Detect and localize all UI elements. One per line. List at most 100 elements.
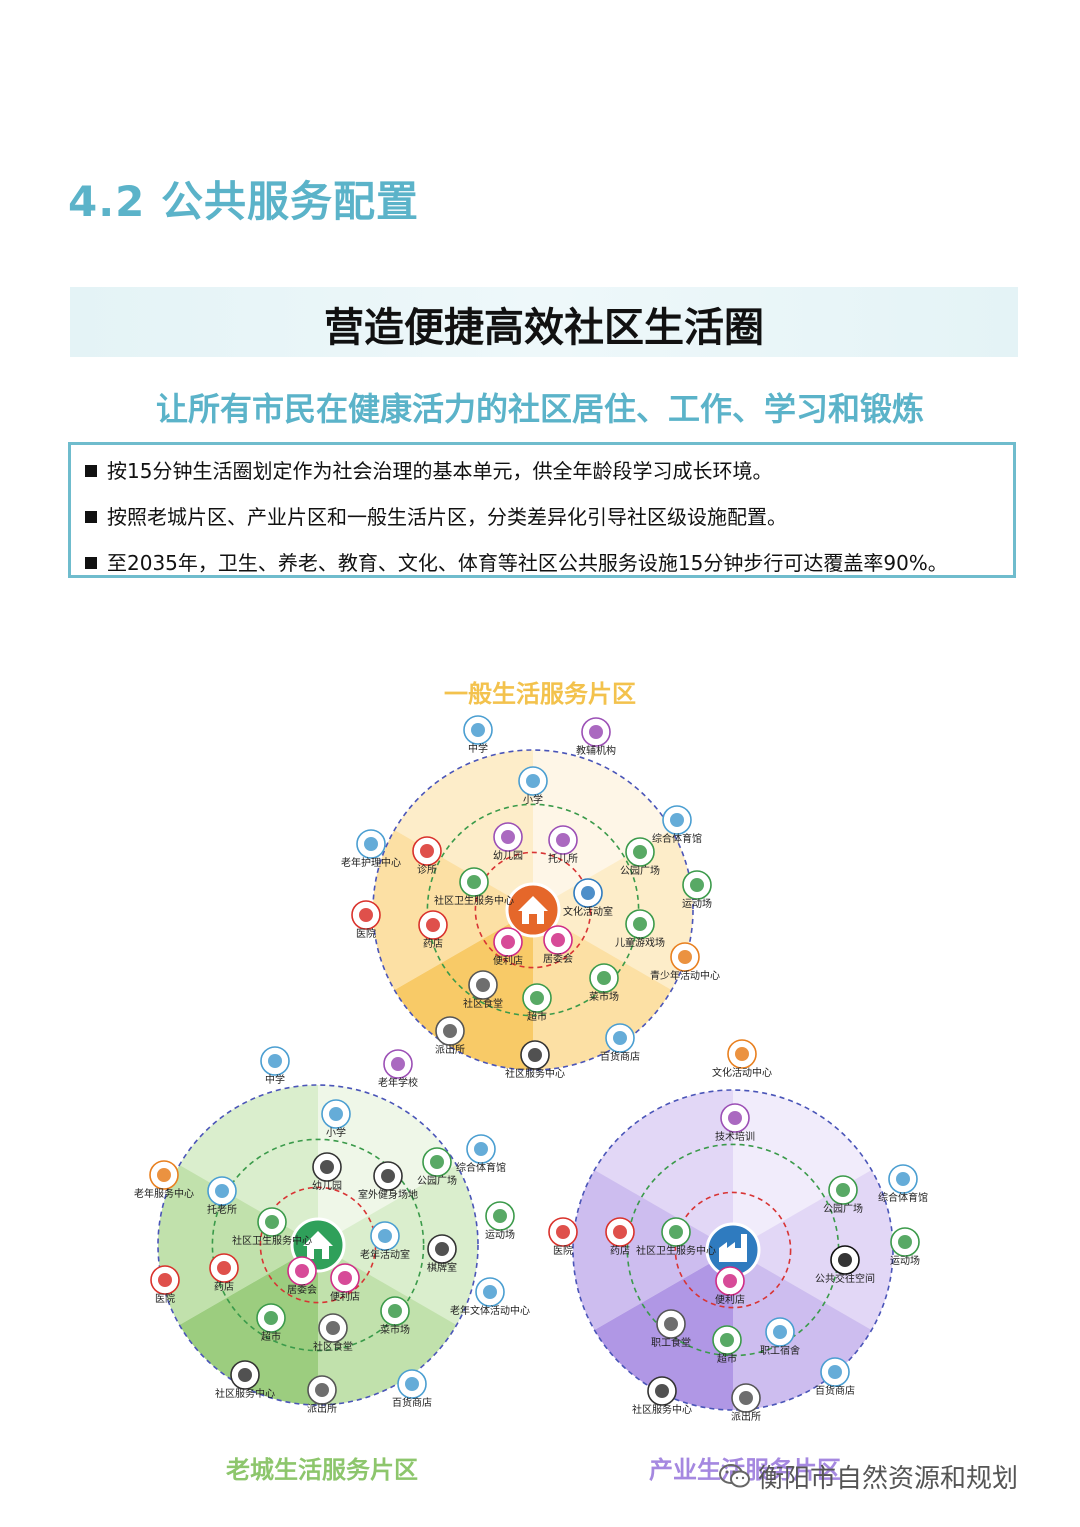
facility-label: 运动场 bbox=[890, 1254, 920, 1267]
cards-icon bbox=[427, 1234, 457, 1264]
facility-item: 医院 bbox=[548, 1217, 578, 1257]
facility-item: 儿童游戏场 bbox=[615, 909, 665, 949]
facility-label: 药店 bbox=[214, 1280, 234, 1293]
bullet-square-icon bbox=[85, 557, 97, 569]
facility-item: 教辅机构 bbox=[576, 717, 616, 757]
police-icon bbox=[307, 1375, 337, 1405]
facility-label: 百货商店 bbox=[392, 1396, 432, 1409]
facility-item: 青少年活动中心 bbox=[650, 942, 720, 982]
health-center-icon bbox=[257, 1207, 287, 1237]
facility-label: 超市 bbox=[527, 1010, 547, 1023]
facility-item: 菜市场 bbox=[589, 963, 619, 1003]
facility-item: 社区服务中心 bbox=[632, 1376, 692, 1416]
zone-sector bbox=[394, 750, 533, 910]
vegetable-icon bbox=[589, 963, 619, 993]
facility-label: 医院 bbox=[155, 1292, 175, 1305]
facility-label: 社区卫生服务中心 bbox=[636, 1244, 716, 1257]
facility-item: 社区食堂 bbox=[313, 1313, 353, 1353]
elder-icon bbox=[149, 1160, 179, 1190]
facility-label: 居委会 bbox=[287, 1283, 317, 1296]
zone-diagram: 中学老年学校小学幼儿园综合体育馆老年服务中心托老所室外健身场地公园广场社区卫生服… bbox=[134, 1046, 530, 1415]
facility-item: 社区服务中心 bbox=[505, 1040, 565, 1080]
facility-label: 综合体育馆 bbox=[652, 832, 702, 845]
zone-ring-10min bbox=[211, 1138, 425, 1352]
facility-label: 公园广场 bbox=[823, 1202, 863, 1215]
cross-icon bbox=[351, 900, 381, 930]
service-center-icon bbox=[230, 1360, 260, 1390]
facility-label: 文化活动室 bbox=[563, 905, 613, 918]
facility-label: 居委会 bbox=[543, 952, 573, 965]
facility-label: 公园广场 bbox=[417, 1174, 457, 1187]
coffee-icon bbox=[830, 1245, 860, 1275]
children-icon bbox=[312, 1152, 342, 1182]
zone-sector bbox=[733, 1170, 893, 1330]
facility-label: 棋牌室 bbox=[427, 1261, 457, 1274]
watermark: 衡阳市自然资源和规划 bbox=[718, 1456, 1018, 1496]
wheelchair-icon bbox=[356, 829, 386, 859]
facility-item: 社区卫生服务中心 bbox=[434, 867, 514, 907]
facility-label: 社区服务中心 bbox=[215, 1387, 275, 1400]
facility-label: 小学 bbox=[523, 793, 543, 806]
facility-item: 超市 bbox=[256, 1303, 286, 1343]
facility-label: 便利店 bbox=[715, 1293, 745, 1306]
bullet-item: 至2035年，卫生、养老、教育、文化、体育等社区公共服务设施15分钟步行可达覆盖… bbox=[85, 547, 948, 576]
facility-item: 小学 bbox=[321, 1099, 351, 1139]
field-icon bbox=[485, 1201, 515, 1231]
classroom-board-icon bbox=[581, 717, 611, 747]
stadium-icon bbox=[888, 1164, 918, 1194]
facility-item: 运动场 bbox=[485, 1201, 515, 1241]
facility-label: 技术培训 bbox=[715, 1130, 755, 1143]
facility-item: 百货商店 bbox=[392, 1369, 432, 1409]
facility-label: 托儿所 bbox=[548, 852, 578, 865]
facility-item: 托老所 bbox=[207, 1176, 237, 1216]
facility-label: 药店 bbox=[610, 1244, 630, 1257]
facility-item: 老年学校 bbox=[378, 1049, 418, 1089]
facility-item: 室外健身场地 bbox=[358, 1161, 418, 1201]
zone-sector bbox=[373, 830, 533, 990]
facility-label: 社区食堂 bbox=[463, 997, 503, 1010]
facility-item: 文化活动室 bbox=[563, 878, 613, 918]
bullet-text: 按15分钟生活圈划定作为社会治理的基本单元，供全年龄段学习成长环境。 bbox=[107, 459, 773, 483]
cart-icon bbox=[712, 1325, 742, 1355]
facility-label: 公园广场 bbox=[620, 864, 660, 877]
service-center-icon bbox=[647, 1376, 677, 1406]
section-title: 4.2 公共服务配置 bbox=[68, 177, 420, 226]
zone-sector bbox=[179, 1085, 318, 1245]
facility-item: 居委会 bbox=[543, 925, 573, 965]
zone-sector bbox=[158, 1165, 318, 1325]
facility-item: 老年服务中心 bbox=[134, 1160, 194, 1200]
facility-label: 社区食堂 bbox=[313, 1340, 353, 1353]
facility-label: 老年护理中心 bbox=[341, 856, 401, 869]
stadium-icon bbox=[662, 805, 692, 835]
health-center-icon bbox=[661, 1217, 691, 1247]
facility-item: 便利店 bbox=[715, 1266, 745, 1306]
store-icon bbox=[605, 1023, 635, 1053]
culture-icon bbox=[573, 878, 603, 908]
facility-item: 文化活动中心 bbox=[712, 1039, 772, 1079]
facility-label: 幼儿园 bbox=[312, 1179, 342, 1192]
youth-icon bbox=[670, 942, 700, 972]
facility-label: 老年服务中心 bbox=[134, 1187, 194, 1200]
zone-ring-15min bbox=[157, 1084, 479, 1406]
field-icon bbox=[682, 870, 712, 900]
24h-icon bbox=[493, 927, 523, 957]
facility-label: 诊所 bbox=[417, 863, 437, 876]
fitness-icon bbox=[373, 1161, 403, 1191]
facility-item: 社区卫生服务中心 bbox=[636, 1217, 716, 1257]
facility-item: 老年护理中心 bbox=[341, 829, 401, 869]
committee-icon bbox=[287, 1256, 317, 1286]
facility-item: 派出所 bbox=[307, 1375, 337, 1415]
facility-item: 运动场 bbox=[890, 1227, 920, 1267]
facility-item: 百货商店 bbox=[815, 1357, 855, 1397]
canteen-icon bbox=[318, 1313, 348, 1343]
school-building-icon bbox=[463, 715, 493, 745]
zone-sector bbox=[572, 1170, 733, 1330]
facility-label: 托老所 bbox=[207, 1203, 237, 1216]
facility-item: 运动场 bbox=[682, 870, 712, 910]
bullet-text: 至2035年，卫生、养老、教育、文化、体育等社区公共服务设施15分钟步行可达覆盖… bbox=[107, 551, 948, 575]
24h-icon bbox=[330, 1263, 360, 1293]
facility-item: 老年文体活动中心 bbox=[450, 1277, 530, 1317]
facility-label: 派出所 bbox=[435, 1043, 465, 1056]
facility-label: 职工食堂 bbox=[651, 1336, 691, 1349]
facility-item: 小学 bbox=[518, 766, 548, 806]
